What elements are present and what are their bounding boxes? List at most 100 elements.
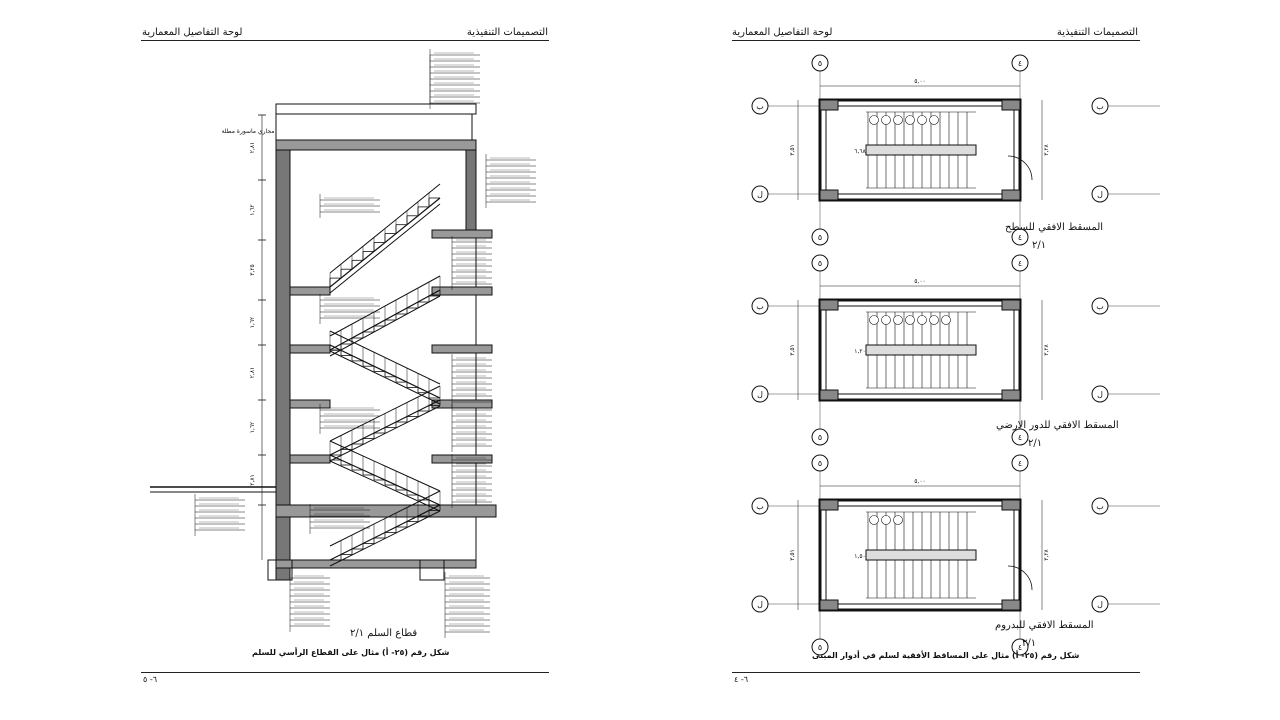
footing-right <box>419 559 445 581</box>
grid-bubble-label: ٤ <box>1018 259 1022 268</box>
landing-slab <box>431 229 493 239</box>
plan-roof-title: المسقط الافقي للسطح <box>1005 222 1104 233</box>
stair-well-wall <box>865 549 977 561</box>
roof-parapet <box>275 103 477 115</box>
dimension-label: ٢,٨١ <box>249 142 256 154</box>
right-header-rule <box>732 40 1140 41</box>
step-number <box>881 115 891 125</box>
right-page: لوحة التفاصيل المعمارية التصميمات التنفي… <box>640 0 1280 720</box>
right-wall-upper <box>465 149 477 231</box>
right-page-number: ٦- ٤ <box>734 675 749 684</box>
step-number <box>893 115 903 125</box>
grid-bubble-label: ل <box>757 190 763 199</box>
grid-bubble-label: ب <box>756 102 764 111</box>
column <box>819 389 839 401</box>
dimension-label: ٥,٠٠ <box>914 478 926 485</box>
dimension-label: ١,٦٢ <box>249 204 256 216</box>
stair-flight-underside <box>329 405 441 462</box>
left-header-rule <box>141 40 549 41</box>
plan-level-label: ١,٥٠ <box>854 553 866 560</box>
step-number <box>893 515 903 525</box>
dimension-label: ٣,٥١ <box>789 549 796 561</box>
stair-section-title: قطاع السلم ٢/١ <box>350 628 418 639</box>
plan-basement-title: المسقط الافقي للبدروم <box>995 620 1094 631</box>
stair-well-wall <box>865 144 977 156</box>
plan-wall-outer <box>818 98 1022 202</box>
column <box>1001 299 1021 311</box>
roof-slab <box>275 139 477 151</box>
plan-wall-inner <box>825 305 1015 395</box>
dimension-label: ٣,٢٥ <box>249 264 256 276</box>
left-figure-caption: شكل رقم (٢٥- أ) مثال على القطاع الرأسي ل… <box>252 648 450 657</box>
grid-bubble-bottom <box>811 428 829 446</box>
column <box>819 189 839 201</box>
grid-bubble-label: ٤ <box>1018 643 1022 652</box>
grid-bubble-bottom <box>1011 638 1029 656</box>
grid-bubble-label: ل <box>1097 390 1103 399</box>
grid-bubble-label: ٤ <box>1018 459 1022 468</box>
landing-slab <box>431 399 493 409</box>
plan-wall-outer <box>818 298 1022 402</box>
step-number <box>917 315 927 325</box>
plan-wall-outer <box>818 498 1022 612</box>
floor-slab <box>289 399 331 409</box>
column <box>819 99 839 111</box>
grid-bubble-label: ل <box>1097 600 1103 609</box>
plan-wall-inner <box>825 505 1015 605</box>
floor-slab <box>289 454 331 464</box>
plan-ground-title: المسقط الافقي للدور الارضي <box>996 420 1119 431</box>
step-number <box>881 515 891 525</box>
grid-bubble-label: ب <box>756 302 764 311</box>
grid-bubble-label: ٥ <box>818 259 822 268</box>
grid-bubble-label: ب <box>1096 102 1104 111</box>
step-number <box>929 315 939 325</box>
column <box>1001 599 1021 611</box>
grid-bubble-label: ب <box>1096 302 1104 311</box>
right-header-right: التصميمات التنفيذية <box>1056 27 1138 38</box>
stair-flight-underside <box>329 203 441 294</box>
dimension-label: ٣,٥١ <box>789 144 796 156</box>
step-number <box>869 315 879 325</box>
grid-bubble-label: ٤ <box>1018 233 1022 242</box>
stair-flight-underside <box>329 460 441 512</box>
grid-bubble-bottom <box>1011 428 1029 446</box>
door-swing <box>1007 565 1033 591</box>
step-number <box>905 315 915 325</box>
dimension-label: ٥,٠٠ <box>914 278 926 285</box>
left-header-left: لوحة التفاصيل المعمارية <box>142 27 243 38</box>
landing-slab <box>431 286 493 296</box>
grid-bubble-label: ٥ <box>818 643 822 652</box>
grid-bubble-bottom <box>811 638 829 656</box>
left-page-number: ٦- ٥ <box>143 675 158 684</box>
grid-bubble-label: ل <box>1097 190 1103 199</box>
step-number <box>893 315 903 325</box>
column <box>819 599 839 611</box>
stair-flight-underside <box>329 510 441 567</box>
dimension-label: ٣,٢٨ <box>1043 548 1050 560</box>
dimension-label: ١,٦٢ <box>249 317 256 329</box>
landing-slab <box>431 344 493 354</box>
ground-slab <box>275 504 497 518</box>
column <box>819 499 839 511</box>
plan-level-label: ١,٢٠ <box>854 348 866 355</box>
right-header-left: لوحة التفاصيل المعمارية <box>732 27 833 38</box>
grid-bubble-label: ٤ <box>1018 433 1022 442</box>
column <box>1001 389 1021 401</box>
dimension-label: ١,٦٢ <box>249 422 256 434</box>
roof-note-label: مجاري ماسورة مطلة <box>222 128 275 135</box>
right-figure-caption: شكل رقم (٢٥- أ) مثال على المساقط الأفقية… <box>812 651 1080 660</box>
dimension-label: ٢,٨١ <box>249 474 256 486</box>
grid-bubble-label: ٤ <box>1018 59 1022 68</box>
foundation-slab <box>275 559 477 569</box>
grid-bubble-bottom <box>811 228 829 246</box>
step-number <box>869 115 879 125</box>
grid-bubble-label: ب <box>1096 502 1104 511</box>
landing-slab <box>431 454 493 464</box>
column <box>1001 499 1021 511</box>
plan-roof-scale: ٢/١ <box>1032 240 1047 251</box>
step-number <box>917 115 927 125</box>
grid-bubble-label: ٥ <box>818 433 822 442</box>
dimension-label: ٣,٢٨ <box>1043 343 1050 355</box>
stair-well-wall <box>865 344 977 356</box>
